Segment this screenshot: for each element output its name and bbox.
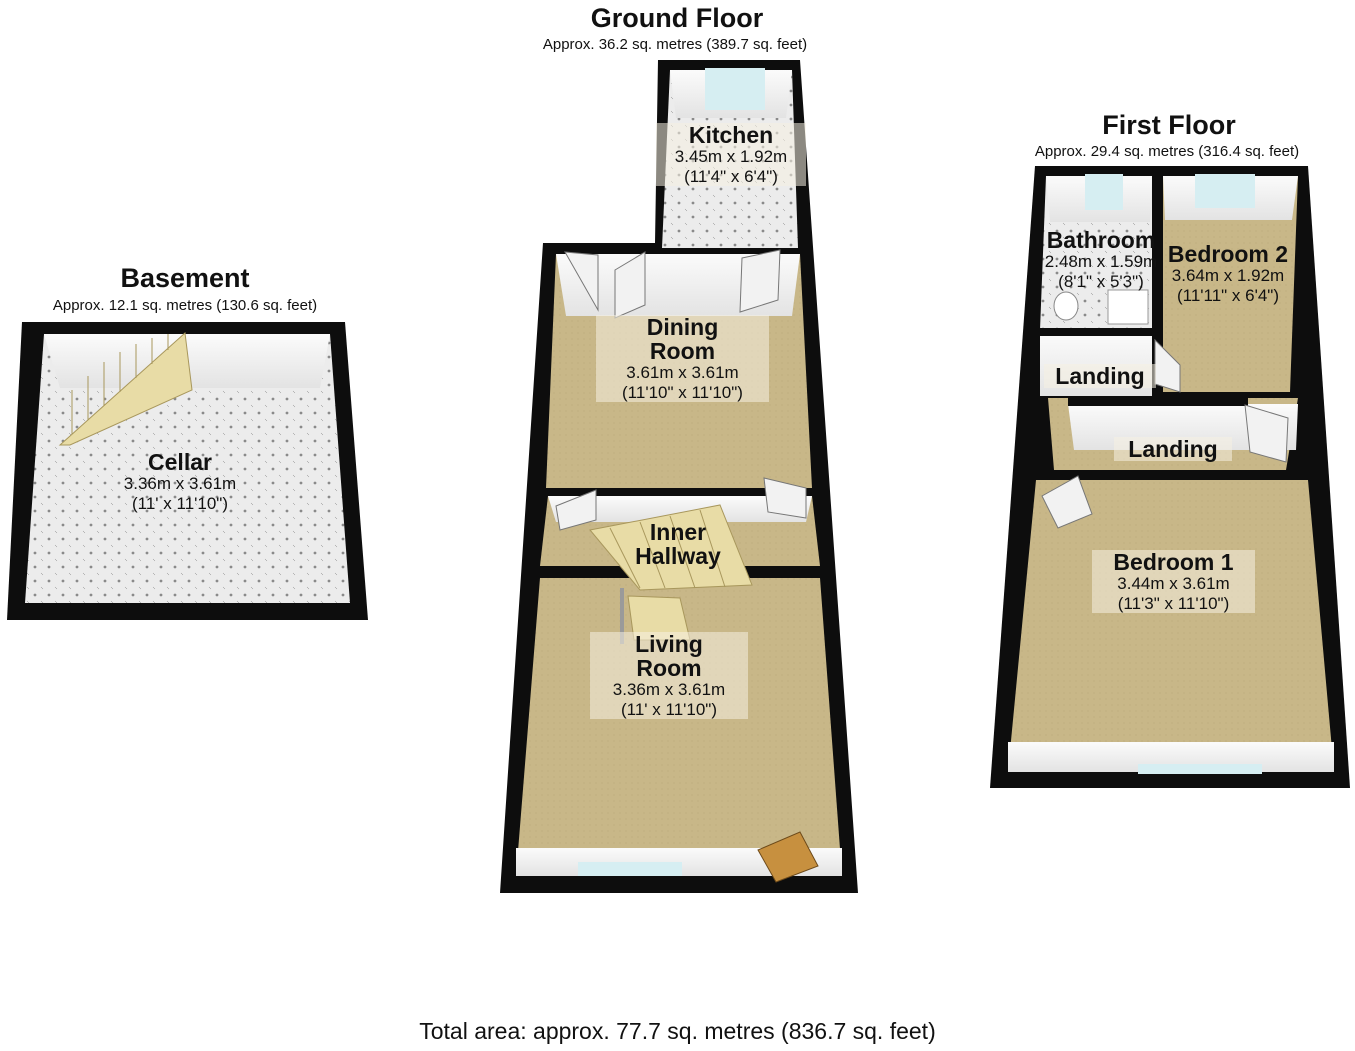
bedroom-1-door [1041,475,1093,529]
cellar-label: Cellar 3.36m x 3.61m (11' x 11'10") [95,450,265,513]
bedroom-door [1244,404,1289,463]
bedroom-2-window [1195,174,1255,208]
bathroom-imperial: (8'1" x 5'3") [1058,271,1144,291]
living-room-name-2: Room [636,655,702,682]
dining-room-imperial: (11'10" x 11'10") [622,382,743,402]
bedroom-1-metric: 3.44m x 3.61m [1117,574,1230,594]
landing-name-upper: Landing [1055,363,1145,389]
bedroom-1-window [1138,764,1262,774]
kitchen-metric: 3.45m x 1.92m [674,147,788,167]
bedroom-2-imperial: (11'11" x 6'4") [1176,285,1280,305]
bedroom-1-label: Bedroom 1 3.44m x 3.61m (11'3" x 11'10") [1092,549,1255,614]
living-room-label: Living Room 3.36m x 3.61m (11' x 11'10") [590,631,748,720]
cellar-name: Cellar [148,449,212,475]
basement-title: Basement [120,263,250,293]
hallway-doors [555,477,807,531]
landing-label-upper: Landing [1044,364,1156,388]
cellar-metric: 3.36m x 3.61m [123,474,237,494]
bathroom-name: Bathroom [1046,227,1156,253]
living-room-metric: 3.36m x 3.61m [612,680,726,700]
bedroom-2-name: Bedroom 2 [1167,241,1289,267]
dining-room-metric: 3.61m x 3.61m [626,363,739,383]
ground-floor-area: Approx. 36.2 sq. metres (389.7 sq. feet) [542,36,808,53]
inner-hallway-label: Inner Hallway [618,520,738,568]
bedroom-1-imperial: (11'3" x 11'10") [1117,593,1230,613]
total-area: Total area: approx. 77.7 sq. metres (836… [419,1018,936,1044]
living-room-name-1: Living [635,631,703,657]
kitchen-window [705,68,765,110]
dining-doors [564,249,781,319]
bath [1107,289,1149,325]
inner-hallway-name-1: Inner [649,519,707,545]
ground-floor-title: Ground Floor [590,3,764,33]
kitchen-imperial: (11'4" x 6'4") [684,166,778,186]
living-room-imperial: (11' x 11'10") [621,699,717,719]
toilet [1053,291,1079,321]
landing-label-lower: Landing [1114,437,1232,461]
inner-hallway-name-2: Hallway [635,543,721,570]
ground-floor-plan [500,60,858,893]
cellar-imperial: (11' x 11'10") [132,493,228,513]
basement-plan [7,322,368,620]
ground-stairs [589,504,753,644]
kitchen-label: Kitchen 3.45m x 1.92m (11'4" x 6'4") [656,122,806,187]
bathroom-metric: 2.48m x 1.59m [1044,252,1158,272]
first-floor-title: First Floor [1102,110,1236,140]
living-room-window [578,862,682,876]
bathroom-window [1085,174,1123,210]
bedroom-2-label: Bedroom 2 3.64m x 1.92m (11'11" x 6'4") [1158,242,1298,305]
dining-room-name-1: Dining [646,314,719,340]
dining-room-label: Dining Room 3.61m x 3.61m (11'10" x 11'1… [596,314,769,403]
landing-name-lower: Landing [1128,436,1218,462]
first-floor-area: Approx. 29.4 sq. metres (316.4 sq. feet) [1034,143,1300,160]
bedroom-2-metric: 3.64m x 1.92m [1171,266,1285,286]
bedroom-1-name: Bedroom 1 [1113,549,1234,575]
kitchen-name: Kitchen [688,122,774,148]
basement-area: Approx. 12.1 sq. metres (130.6 sq. feet) [52,297,318,314]
dining-room-name-2: Room [649,338,716,365]
bathroom-label: Bathroom 2.48m x 1.59m (8'1" x 5'3") [1030,228,1172,291]
basement-stairs [58,331,193,446]
front-door [757,831,819,883]
